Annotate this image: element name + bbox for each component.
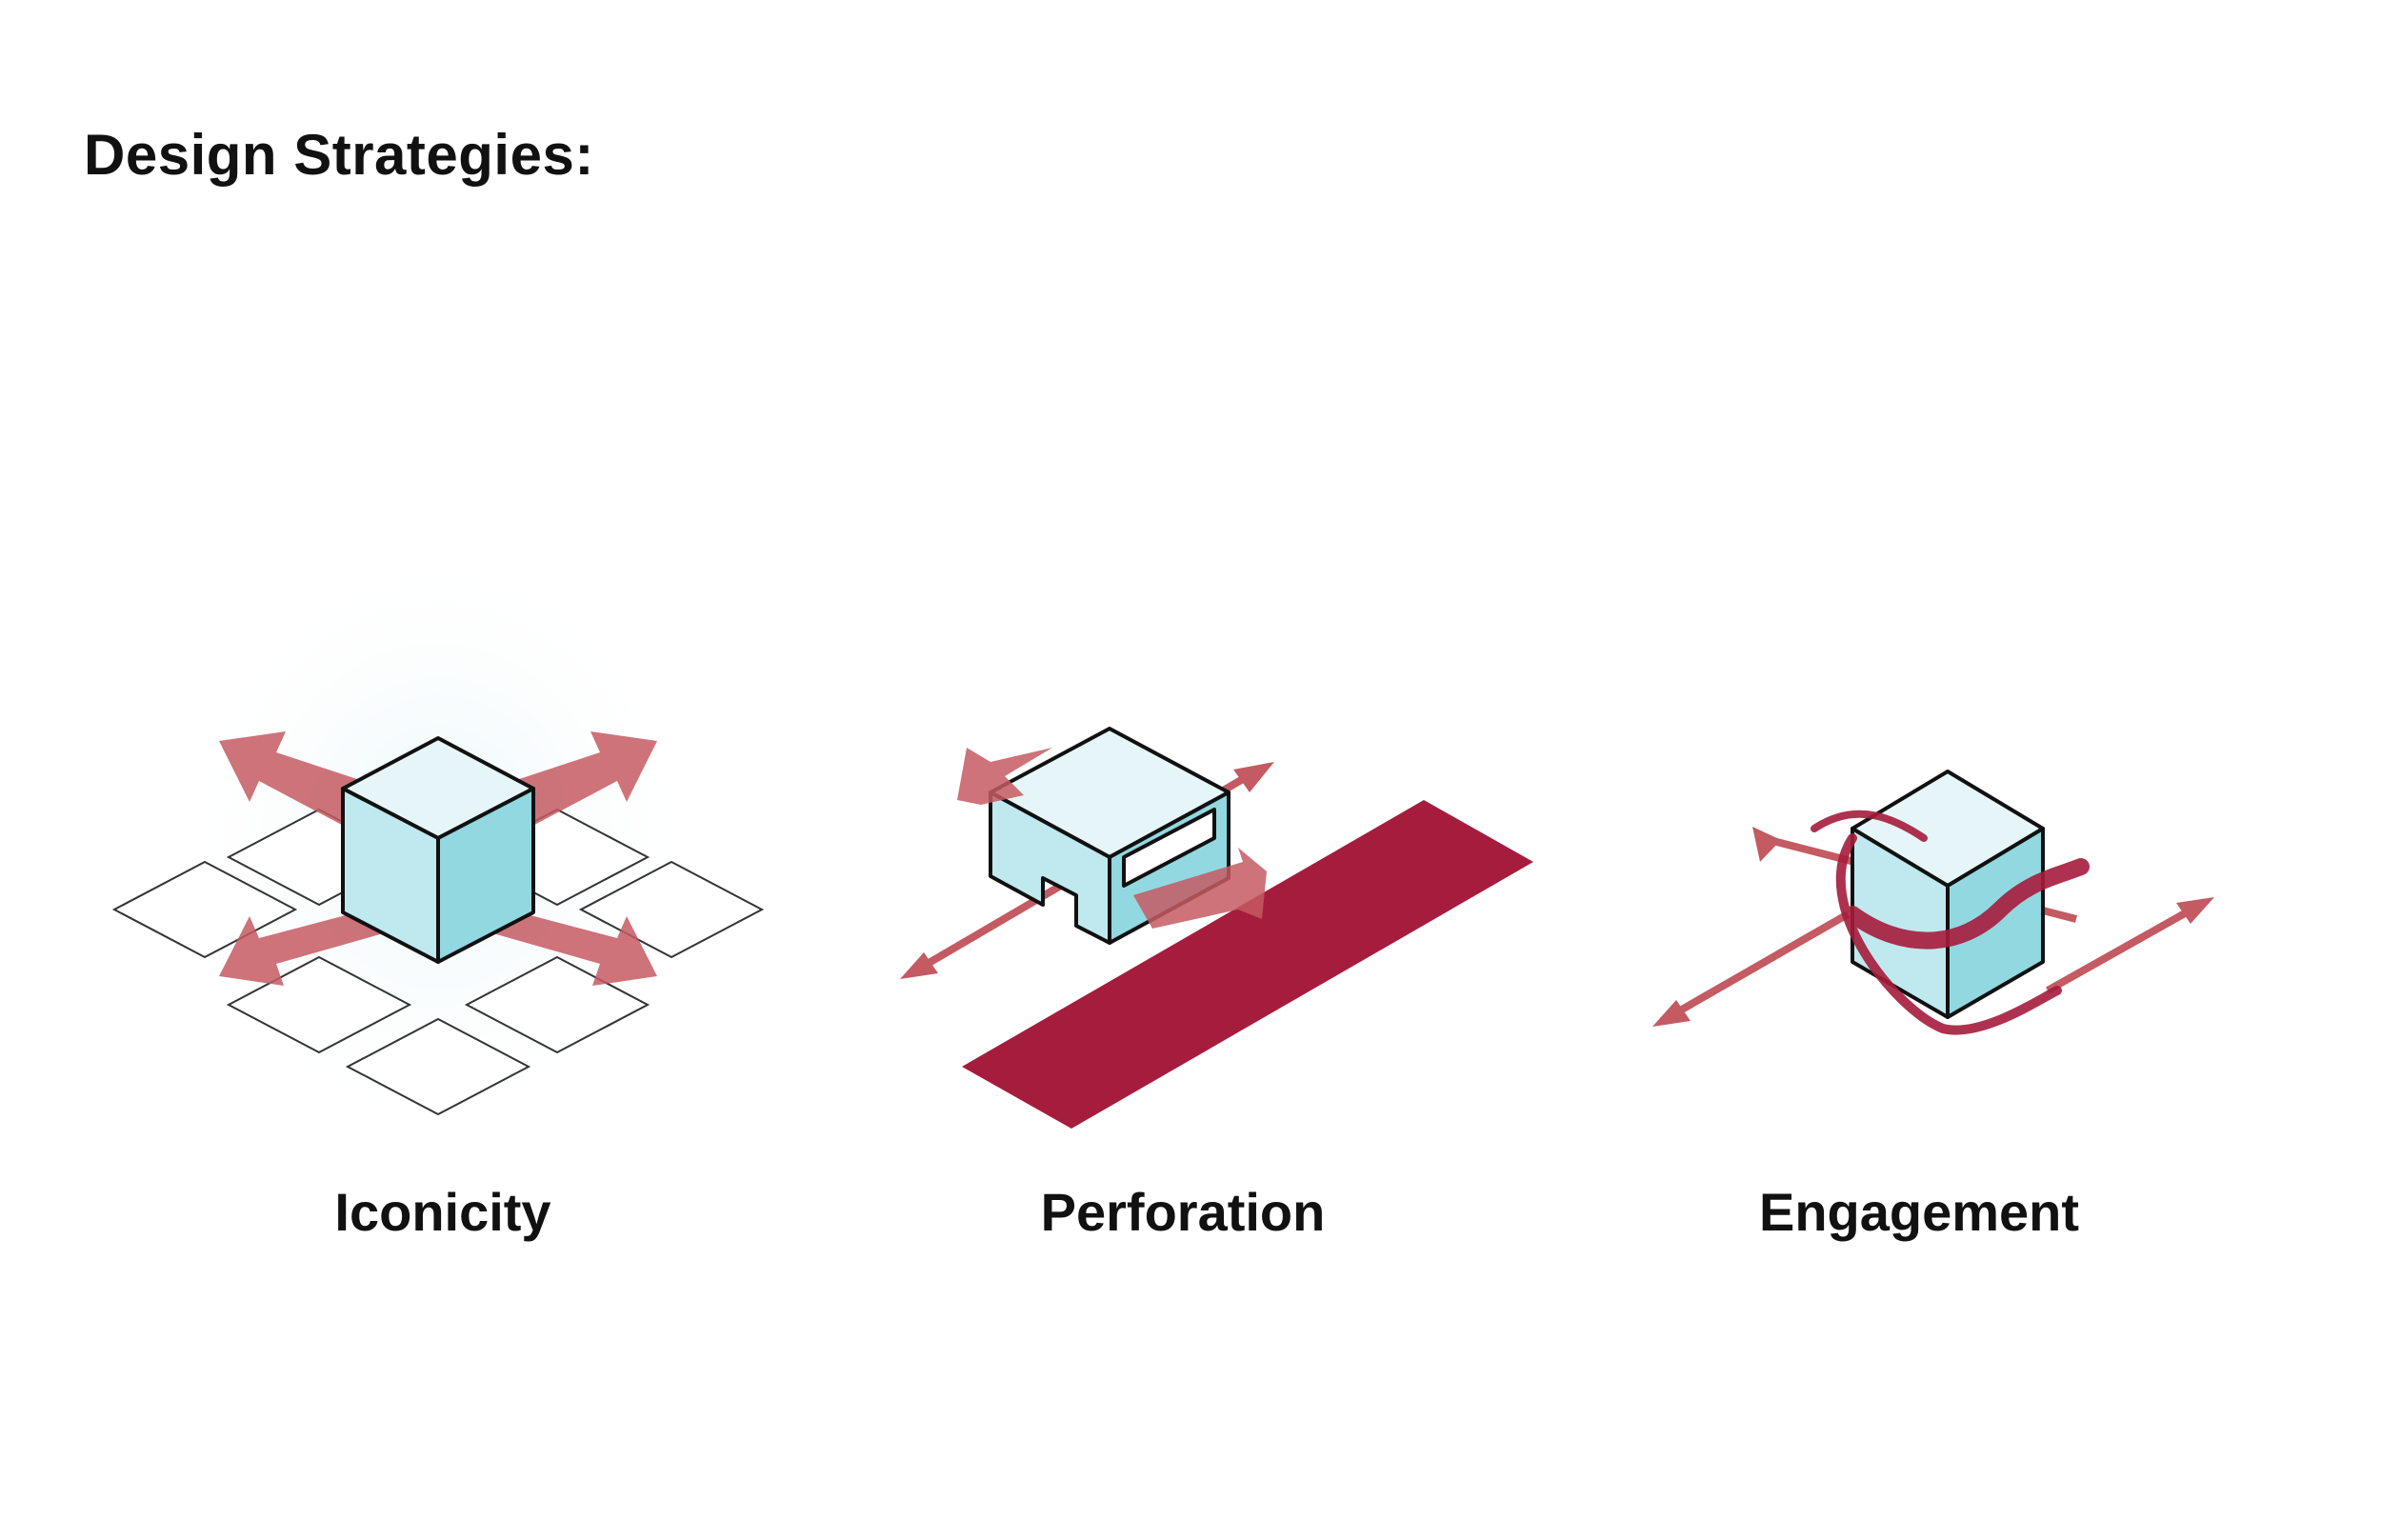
wrapping-ribbon xyxy=(1811,810,2090,1035)
engagement-diagram xyxy=(1652,770,2214,1035)
strategy-label-iconicity: Iconicity xyxy=(334,1182,551,1242)
strategy-label-engagement: Engagement xyxy=(1758,1182,2080,1242)
icon-cube xyxy=(341,736,535,964)
red-path-strip xyxy=(962,800,1533,1129)
strategy-label-perforation: Perforation xyxy=(1040,1182,1326,1242)
perforation-diagram xyxy=(900,727,1533,1129)
iconicity-diagram xyxy=(111,548,765,1138)
bold-arrows xyxy=(957,748,1267,929)
page-title: Design Strategies: xyxy=(84,123,594,187)
engagement-cube xyxy=(1851,770,2045,1019)
